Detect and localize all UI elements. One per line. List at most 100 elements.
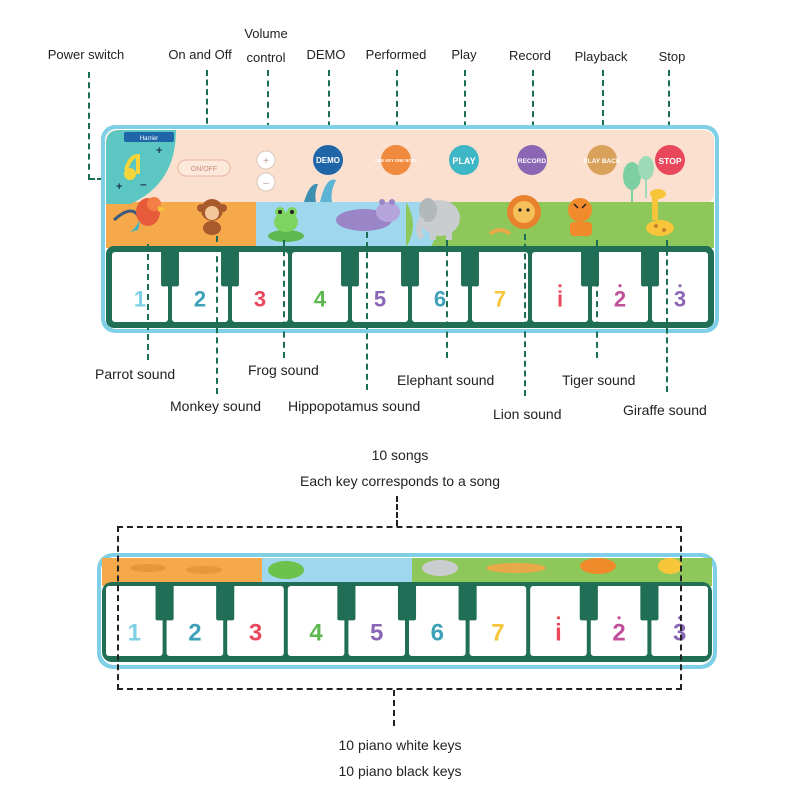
top-key-dot-8	[558, 284, 562, 288]
svg-text:PLAY: PLAY	[452, 156, 475, 166]
demo-leader	[328, 70, 330, 148]
lion-leader	[524, 234, 526, 396]
lilypad-icon	[268, 561, 304, 579]
keys-leader	[393, 690, 395, 726]
elephant-sound-label: Elephant sound	[397, 372, 495, 388]
top-black-key-1[interactable]	[161, 250, 179, 287]
giraffe-sound-label: Giraffe sound	[623, 402, 707, 418]
performed-leader	[396, 70, 398, 148]
keys-caption-line2: 10 piano black keys	[338, 763, 462, 779]
songs-caption-line2: Each key corresponds to a song	[299, 473, 500, 489]
frog-leader	[283, 240, 285, 358]
top-white-key-1[interactable]	[112, 252, 168, 322]
top-black-key-4[interactable]	[401, 250, 419, 287]
power-switch-label: Power switch	[47, 47, 125, 62]
demo-button[interactable]: DEMO	[313, 145, 343, 175]
play-leader	[464, 70, 466, 148]
tree-decoration	[623, 156, 654, 202]
svg-text:+: +	[156, 145, 162, 157]
stop-leader	[668, 70, 670, 148]
monkey-icon	[197, 199, 227, 235]
bottom-white-key-6[interactable]	[409, 586, 466, 656]
brand-text: Harrier	[140, 136, 158, 142]
bottom-key-number-5: 5	[370, 620, 383, 647]
top-black-key-3[interactable]	[341, 250, 359, 287]
top-white-key-2[interactable]	[172, 252, 228, 322]
elephant-leader	[446, 240, 448, 358]
volume-control-buttons[interactable]: + –	[256, 150, 276, 192]
on-off-button[interactable]: ON/OFF	[177, 159, 231, 177]
top-key-number-6: 6	[434, 287, 446, 312]
top-key-dot-10	[678, 284, 682, 288]
svg-text:+: +	[116, 181, 122, 193]
svg-text:RECORD: RECORD	[518, 158, 546, 165]
hippo-sound-label: Hippopotamus sound	[288, 398, 421, 414]
playback-leader	[602, 70, 604, 146]
top-black-key-5[interactable]	[461, 250, 479, 287]
elephant-feet-icon	[422, 560, 458, 576]
bottom-white-key-10[interactable]	[651, 586, 708, 656]
bottom-white-key-8[interactable]	[530, 586, 587, 656]
songs-leader	[396, 496, 398, 526]
bottom-black-key-7[interactable]	[640, 584, 659, 621]
top-white-key-4[interactable]	[292, 252, 348, 322]
on-off-leader	[206, 70, 208, 162]
elephant-icon	[416, 198, 460, 240]
bottom-black-key-6[interactable]	[579, 584, 598, 621]
lion-sound-label: Lion sound	[493, 406, 562, 422]
power-switch-leader-h	[89, 178, 111, 180]
bottom-black-key-3[interactable]	[337, 584, 356, 621]
bottom-white-key-2[interactable]	[166, 586, 224, 656]
bottom-key-number-7: 7	[491, 620, 504, 647]
svg-text:ON/OFF: ON/OFF	[191, 166, 217, 173]
svg-text:–: –	[140, 177, 147, 191]
bottom-white-key-1[interactable]	[106, 586, 163, 656]
keys-highlight-box	[117, 526, 682, 690]
bottom-white-key-7[interactable]	[469, 586, 527, 656]
hippo-icon	[336, 199, 400, 231]
bottom-key-number-3: 3	[249, 620, 262, 647]
giraffe-feet-icon	[658, 558, 682, 574]
reed-decoration	[304, 179, 336, 202]
tiger-sound-label: Tiger sound	[562, 372, 636, 388]
top-black-key-7[interactable]	[641, 250, 659, 287]
play-button[interactable]: PLAY	[449, 145, 479, 175]
play-label: Play	[451, 47, 477, 62]
bottom-key-number-10: 3	[673, 620, 686, 647]
bottom-white-key-3[interactable]	[227, 586, 284, 656]
giraffe-leader	[666, 240, 668, 392]
lion-icon	[488, 195, 541, 236]
bottom-black-key-2[interactable]	[216, 584, 235, 621]
svg-text:–: –	[263, 178, 269, 189]
top-white-key-3[interactable]	[232, 252, 288, 322]
playback-button[interactable]: PLAY BACK	[583, 145, 621, 175]
bottom-key-dot-9	[617, 616, 621, 620]
record-label: Record	[509, 48, 551, 63]
top-white-key-7[interactable]	[472, 252, 528, 322]
songs-caption-line1: 10 songs	[371, 447, 429, 463]
bottom-white-key-4[interactable]	[287, 586, 345, 656]
bottom-white-key-5[interactable]	[348, 586, 405, 656]
volume-leader	[267, 70, 269, 150]
parrot-icon	[112, 197, 166, 232]
bottom-key-dot-8	[556, 616, 561, 620]
svg-text:PLAY BACK: PLAY BACK	[583, 158, 621, 165]
performed-button[interactable]: ONE KEY ONE NOTE	[375, 145, 417, 175]
playback-label: Playback	[574, 49, 628, 64]
bottom-black-key-4[interactable]	[397, 584, 417, 621]
top-black-key-6[interactable]	[581, 250, 599, 287]
bottom-black-key-5[interactable]	[458, 584, 477, 621]
bottom-black-key-1[interactable]	[155, 584, 174, 621]
parrot-leader	[147, 244, 149, 360]
top-white-key-6[interactable]	[412, 252, 468, 322]
frog-icon	[268, 207, 304, 242]
record-button[interactable]: RECORD	[517, 145, 547, 175]
bottom-white-key-9[interactable]	[590, 586, 648, 656]
stop-button[interactable]: STOP	[655, 145, 685, 175]
top-black-key-2[interactable]	[221, 250, 239, 287]
svg-text:DEMO: DEMO	[316, 156, 340, 165]
tiger-leader	[596, 240, 598, 358]
keys-caption-line1: 10 piano white keys	[338, 737, 462, 753]
top-key-number-9: 2	[614, 287, 626, 312]
